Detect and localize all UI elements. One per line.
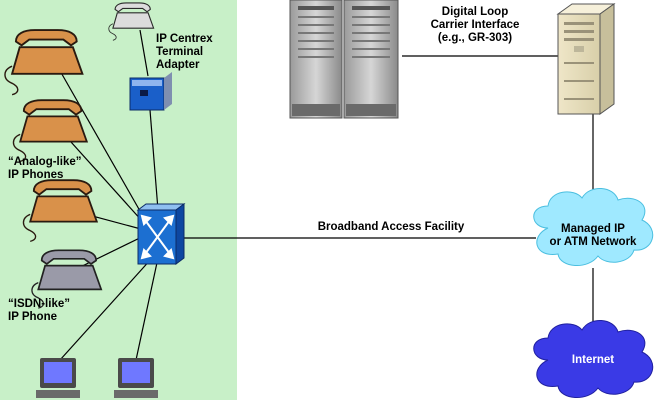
pc-tower-icon — [556, 3, 616, 115]
link-pc2-switch — [135, 257, 159, 361]
link-pc1-switch — [59, 257, 153, 361]
label-line: Adapter — [156, 59, 200, 71]
label-line: IP Phone — [8, 311, 57, 323]
managed-network-cloud — [533, 188, 654, 266]
label-line: “ISDN-like” — [8, 298, 70, 310]
link-phone1-switch — [54, 61, 153, 233]
link-phone-top-adapter — [139, 29, 149, 77]
internet-cloud — [533, 320, 654, 398]
server-rack-icon — [289, 0, 399, 119]
label-line: “Analog-like” — [8, 156, 82, 168]
label-line: IP Phones — [8, 169, 64, 181]
broadband-label: Broadband Access Facility — [317, 221, 465, 233]
analog-phones-label: “Analog-like” IP Phones — [8, 156, 81, 182]
managed-network-label: Managed IP or ATM Network — [538, 223, 648, 249]
ip-centrex-adapter-label: IP Centrex Terminal Adapter — [156, 33, 213, 72]
dlc-interface-label: Digital Loop Carrier Interface (e.g., GR… — [410, 6, 540, 45]
computer-monitor-icon — [114, 358, 158, 398]
internet-label: Internet — [571, 354, 615, 366]
label-line: Digital Loop — [441, 6, 509, 18]
terminal-adapter-icon — [129, 72, 172, 111]
label-line: or ATM Network — [549, 236, 637, 248]
label-line: Managed IP — [561, 223, 625, 235]
computer-monitor-icon — [36, 358, 80, 398]
network-switch-icon — [136, 203, 186, 265]
label-line: IP Centrex — [156, 33, 213, 45]
link-phone2-switch — [61, 131, 153, 233]
label-line: Terminal — [156, 46, 204, 58]
link-adapter-switch — [149, 109, 159, 211]
label-line: Carrier Interface — [430, 19, 520, 31]
isdn-phone-label: “ISDN-like” IP Phone — [8, 298, 70, 324]
label-line: (e.g., GR-303) — [437, 32, 513, 44]
